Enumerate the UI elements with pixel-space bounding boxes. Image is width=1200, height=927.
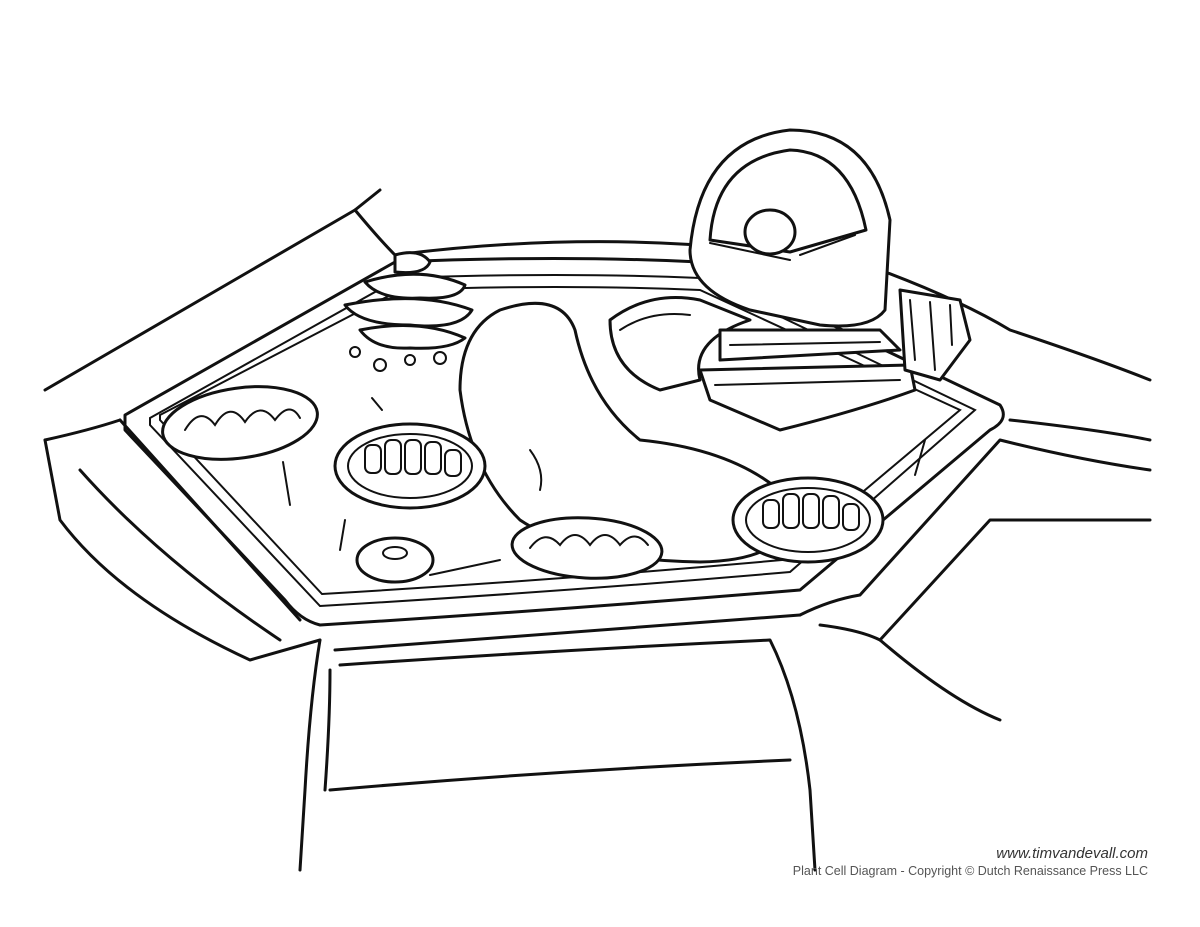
cell-wall <box>43 188 1152 872</box>
cytoskeleton <box>282 397 926 576</box>
mitochondrion <box>510 516 664 580</box>
vesicle <box>355 536 435 584</box>
nucleus <box>688 128 892 328</box>
cell-membrane <box>123 257 1005 627</box>
endoplasmic-reticulum <box>608 288 972 432</box>
copyright-text: Plant Cell Diagram - Copyright © Dutch R… <box>792 864 1148 878</box>
nucleolus <box>743 208 797 256</box>
mitochondrion <box>161 385 319 461</box>
footer: www.timvandevall.com Plant Cell Diagram … <box>793 845 1148 878</box>
chloroplast <box>731 476 885 564</box>
chloroplast <box>333 422 487 510</box>
golgi-apparatus <box>343 251 474 372</box>
website-link[interactable]: www.timvandevall.com <box>996 845 1148 862</box>
